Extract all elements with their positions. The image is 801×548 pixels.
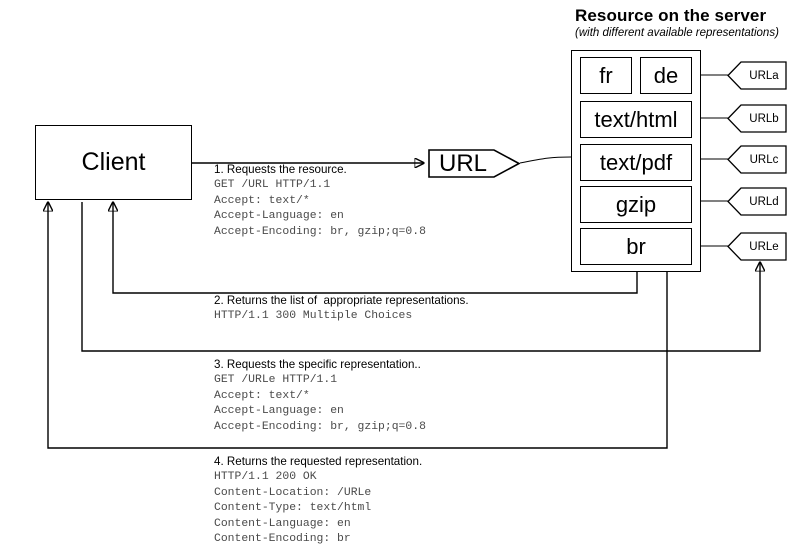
url-flag-urlb[interactable] (727, 104, 787, 133)
wire-step2 (113, 202, 638, 294)
url-flag-urle-label: URLe (749, 240, 779, 253)
url-node[interactable] (428, 141, 520, 186)
step-1-title: 1. Requests the resource. (214, 163, 347, 176)
url-flag-urlc[interactable] (727, 145, 787, 174)
representation-br[interactable]: br (580, 228, 692, 265)
representation-text-pdf[interactable]: text/pdf (580, 144, 692, 181)
representation-fr[interactable]: fr (580, 57, 632, 94)
page-subtitle: (with different available representation… (575, 27, 779, 39)
step-2-message: HTTP/1.1 300 Multiple Choices (214, 310, 413, 322)
step-1-message: GET /URL HTTP/1.1 Accept: text/* Accept-… (214, 179, 426, 238)
step-4-message: HTTP/1.1 200 OK Content-Location: /URLe … (214, 471, 372, 546)
url-node-label: URL (438, 149, 487, 177)
step-1-annotation: 1. Requests the resource. GET /URL HTTP/… (214, 163, 426, 240)
url-flag-urld[interactable] (727, 187, 787, 216)
url-flag-urld-label: URLd (749, 195, 779, 208)
wire-url-to-resource (519, 156, 572, 164)
url-flag-urlb-label: URLb (749, 112, 779, 125)
client-label: Client (81, 148, 146, 176)
client-box[interactable]: Client (35, 125, 192, 200)
step-4-title: 4. Returns the requested representation. (214, 455, 423, 468)
step-3-title: 3. Requests the specific representation.… (214, 358, 421, 371)
url-flag-urle[interactable] (727, 232, 787, 261)
step-2-annotation: 2. Returns the list of appropriate repre… (214, 294, 469, 325)
step-2-title: 2. Returns the list of appropriate repre… (214, 294, 469, 307)
representation-de[interactable]: de (640, 57, 692, 94)
page-title: Resource on the server (575, 6, 767, 25)
url-flag-urla[interactable] (727, 61, 787, 90)
step-4-annotation: 4. Returns the requested representation.… (214, 455, 422, 548)
representation-gzip[interactable]: gzip (580, 186, 692, 223)
representation-text-html[interactable]: text/html (580, 101, 692, 138)
wire-step4 (48, 202, 668, 449)
url-flag-urlc-label: URLc (749, 153, 779, 166)
step-3-annotation: 3. Requests the specific representation.… (214, 358, 426, 435)
step-3-message: GET /URLe HTTP/1.1 Accept: text/* Accept… (214, 374, 426, 433)
url-flag-urla-label: URLa (749, 69, 779, 82)
wire-step3 (81, 202, 760, 352)
